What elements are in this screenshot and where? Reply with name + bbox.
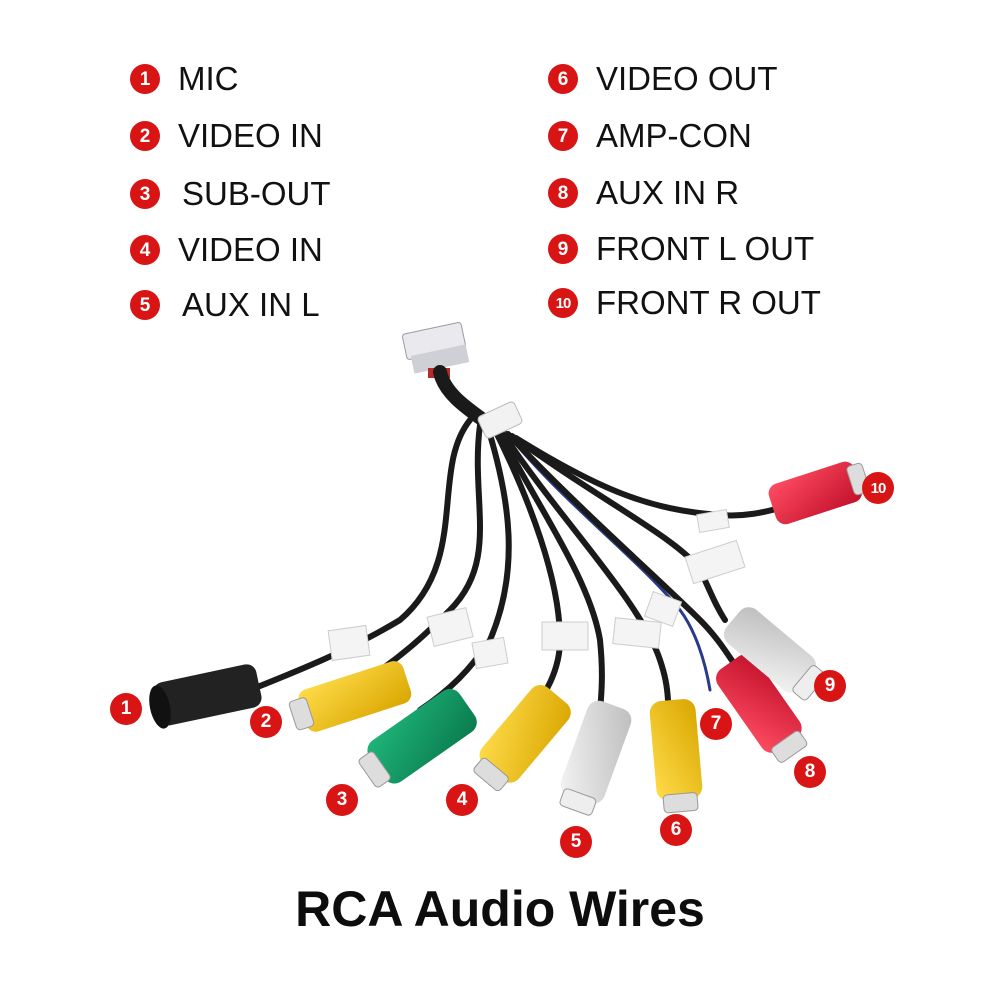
legend-label-sub-out: SUB-OUT <box>182 175 331 212</box>
rca-plug-2-yellow <box>288 661 412 732</box>
callout-4: 4 <box>446 784 478 816</box>
callout-3: 3 <box>326 784 358 816</box>
legend-item-8: 8 AUX IN R <box>548 174 739 212</box>
legend-label-video-in-1: VIDEO IN <box>178 117 323 154</box>
legend-label-mic: MIC <box>178 60 239 97</box>
rca-plug-10-red <box>768 461 870 525</box>
badge-9: 9 <box>548 234 578 264</box>
callout-8: 8 <box>794 756 826 788</box>
wire-bundle <box>252 365 783 718</box>
legend-label-video-in-2: VIDEO IN <box>178 231 323 268</box>
legend-label-front-l-out: FRONT L OUT <box>596 230 815 267</box>
badge-1: 1 <box>130 64 160 94</box>
legend-item-7: 7 AMP-CON <box>548 117 752 155</box>
callout-9: 9 <box>814 670 846 702</box>
badge-5: 5 <box>130 290 160 320</box>
badge-8: 8 <box>548 178 578 208</box>
badge-7: 7 <box>548 121 578 151</box>
callout-1: 1 <box>110 693 142 725</box>
wire-1 <box>252 417 473 691</box>
badge-6: 6 <box>548 64 578 94</box>
legend-label-amp-con: AMP-CON <box>596 117 752 154</box>
callout-10: 10 <box>862 472 894 504</box>
cable-labels <box>327 401 746 670</box>
wire-8 <box>505 431 738 668</box>
legend-item-1: 1 MIC <box>130 60 239 98</box>
rca-plug-4-yellow <box>473 685 571 792</box>
callout-7: 7 <box>700 708 732 740</box>
badge-3: 3 <box>130 179 160 209</box>
legend-item-2: 2 VIDEO IN <box>130 117 323 155</box>
badge-4: 4 <box>130 235 160 265</box>
mic-jack <box>149 664 262 729</box>
wire-9 <box>509 433 728 623</box>
legend-label-aux-in-l: AUX IN L <box>182 286 320 323</box>
legend-label-video-out: VIDEO OUT <box>596 60 778 97</box>
legend-label-front-r-out: FRONT R OUT <box>596 284 821 321</box>
rca-plug-6-yellow <box>649 699 703 814</box>
rca-plug-3-green <box>358 688 477 788</box>
wire-7 <box>504 430 712 692</box>
legend-item-6: 6 VIDEO OUT <box>548 60 778 98</box>
rca-plug-5-white <box>559 700 632 816</box>
badge-2: 2 <box>130 121 160 151</box>
legend-item-4: 4 VIDEO IN <box>130 231 323 269</box>
callout-2: 2 <box>250 706 282 738</box>
caption-title: RCA Audio Wires <box>295 881 705 937</box>
wire-10 <box>513 435 783 519</box>
callout-5: 5 <box>560 826 592 858</box>
legend-item-10: 10 FRONT R OUT <box>548 284 821 322</box>
wire-3 <box>417 425 512 713</box>
legend-item-3: 3 SUB-OUT <box>130 175 331 213</box>
callout-6: 6 <box>660 814 692 846</box>
legend-item-5: 5 AUX IN L <box>130 286 320 324</box>
legend-label-aux-in-r: AUX IN R <box>596 174 740 211</box>
wire-2 <box>347 422 483 693</box>
rca-plug-8-red <box>716 653 808 763</box>
legend-item-9: 9 FRONT L OUT <box>548 230 814 268</box>
badge-10: 10 <box>548 288 578 318</box>
wire-5 <box>495 427 605 713</box>
